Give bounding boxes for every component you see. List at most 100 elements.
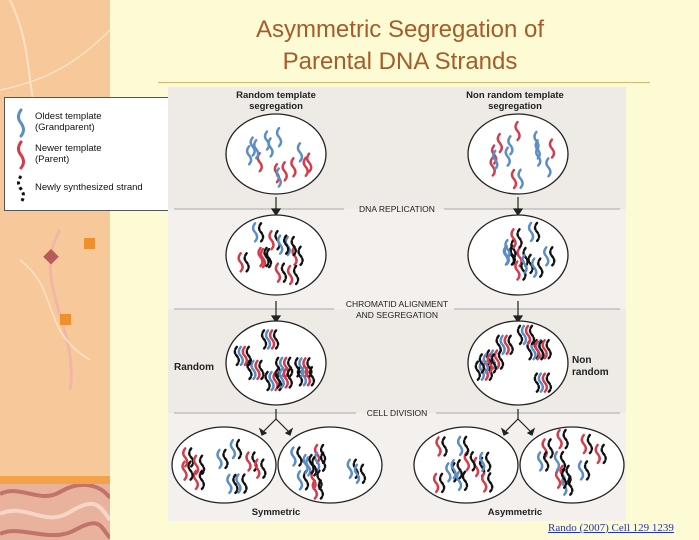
chromosome-new-strand — [302, 470, 310, 491]
chromosome-template — [577, 460, 585, 481]
chromatid-new-strand — [286, 356, 294, 378]
chromosome-template — [504, 238, 511, 260]
chromosome-template — [276, 234, 284, 255]
chromosome-template — [432, 472, 440, 494]
legend-sublabel: (Grandparent) — [35, 122, 95, 133]
chromosome-template — [481, 472, 488, 493]
chromosome-new-strand — [456, 459, 463, 480]
chromosome-new-strand — [508, 245, 516, 266]
chromosome-new-strand — [290, 235, 297, 257]
chromosome — [496, 132, 503, 154]
result-asymmetric: Asymmetric — [488, 507, 542, 518]
chromatid-template — [499, 334, 506, 356]
square-icon — [84, 238, 95, 249]
chromosome-new-strand — [461, 470, 469, 492]
chromosome-new-strand — [292, 264, 300, 286]
chromosome-template — [237, 252, 244, 273]
chromosome-template — [274, 262, 282, 283]
chromatid-new-strand — [474, 360, 481, 381]
citation-link[interactable]: Rando (2007) Cell 129 1239 — [548, 522, 674, 534]
chromatid-new-strand — [495, 334, 502, 356]
chromosome-template — [456, 435, 464, 457]
chromosome-new-strand — [567, 475, 574, 496]
chromosome-template — [594, 443, 601, 465]
chromatid-new-strand — [258, 359, 265, 381]
chromosome-new-strand — [487, 472, 494, 493]
chromosome-template — [556, 428, 563, 450]
chromosome-new-strand — [586, 433, 594, 455]
legend-label: Newer template — [35, 143, 102, 154]
chromosome-template — [353, 463, 361, 484]
chromosome-new-strand — [469, 451, 476, 472]
chromosome-new-strand — [583, 460, 591, 481]
chromatid-new-strand — [545, 338, 552, 360]
chromosome-template — [580, 433, 588, 455]
chromosome-template — [472, 456, 480, 478]
diagram-panel: Random template segregation Non random t… — [168, 87, 626, 521]
chromosome-new-strand — [537, 257, 544, 278]
chromosome — [517, 168, 524, 189]
chromosome-template — [435, 436, 442, 457]
chromosome-template — [235, 473, 242, 494]
chromosome-template — [268, 229, 275, 251]
decorative-sidebar — [0, 0, 110, 540]
chromosome-new-strand — [485, 451, 492, 473]
chromosome-new-strand — [222, 448, 229, 470]
chromosome-new-strand — [559, 450, 567, 472]
chromatid-template — [264, 329, 272, 350]
chromosome — [489, 156, 496, 177]
chromatid-template — [278, 368, 285, 389]
chromosome-new-strand — [296, 446, 303, 467]
chromosome — [249, 136, 256, 157]
chromosome-new-strand — [260, 458, 267, 479]
chromosome-new-strand — [308, 453, 315, 475]
chromosome-new-strand — [441, 436, 448, 457]
title-line-1: Asymmetric Segregation of — [255, 16, 545, 43]
chromosome-new-strand — [533, 221, 541, 243]
chromosome-template — [192, 454, 200, 475]
chromatid-new-strand — [274, 368, 281, 389]
chromosome-template — [251, 222, 259, 243]
chromosome-new-strand — [462, 435, 470, 457]
chromatid-template — [503, 334, 510, 356]
chromosome-new-strand — [547, 438, 554, 459]
step-dna-replication: DNA REPLICATION — [359, 204, 435, 214]
result-symmetric: Symmetric — [252, 507, 301, 518]
chromatid-template — [493, 349, 501, 370]
chromatid-new-strand — [507, 334, 514, 356]
step-segregation: AND SEGREGATION — [356, 310, 438, 320]
chromosome-template — [286, 264, 294, 286]
title-divider — [158, 82, 650, 83]
chromosome-template — [510, 228, 517, 249]
chromatid-new-strand — [490, 353, 498, 374]
chromatid-new-strand — [533, 372, 541, 393]
chromosome — [504, 146, 511, 167]
chromatid-template — [282, 368, 289, 389]
chromosome-template — [536, 451, 544, 472]
chromosome — [507, 135, 514, 156]
chromosome — [302, 156, 309, 177]
legend-label: Newly synthesized strand — [35, 182, 143, 193]
chromatid-new-strand — [286, 368, 293, 389]
chromosome-new-strand — [265, 247, 273, 269]
chromosome — [535, 146, 542, 167]
chromosome-new-strand — [317, 479, 325, 500]
cell — [225, 113, 327, 195]
segregation-diagram: Random template segregation Non random t… — [168, 87, 626, 521]
chromatid-new-strand — [246, 359, 253, 381]
chromosome-new-strand — [257, 222, 265, 243]
chromosome-template — [182, 447, 189, 468]
column-right-title: Non random template — [466, 90, 564, 101]
chromosome-new-strand — [282, 234, 290, 255]
legend-item-new-strand: Newly synthesized strand — [5, 174, 165, 206]
chromosome-new-strand — [235, 438, 243, 460]
chromosome-new-strand — [560, 468, 568, 489]
chromosome-new-strand — [263, 246, 270, 268]
chromosome-new-strand — [527, 253, 534, 275]
sidebar-band — [0, 476, 110, 484]
chromatid-new-strand — [245, 345, 252, 367]
legend-sublabel: (Parent) — [35, 154, 70, 165]
chromosome-new-strand — [316, 469, 323, 490]
chromosome — [492, 149, 499, 171]
chromosome-new-strand — [565, 464, 572, 486]
